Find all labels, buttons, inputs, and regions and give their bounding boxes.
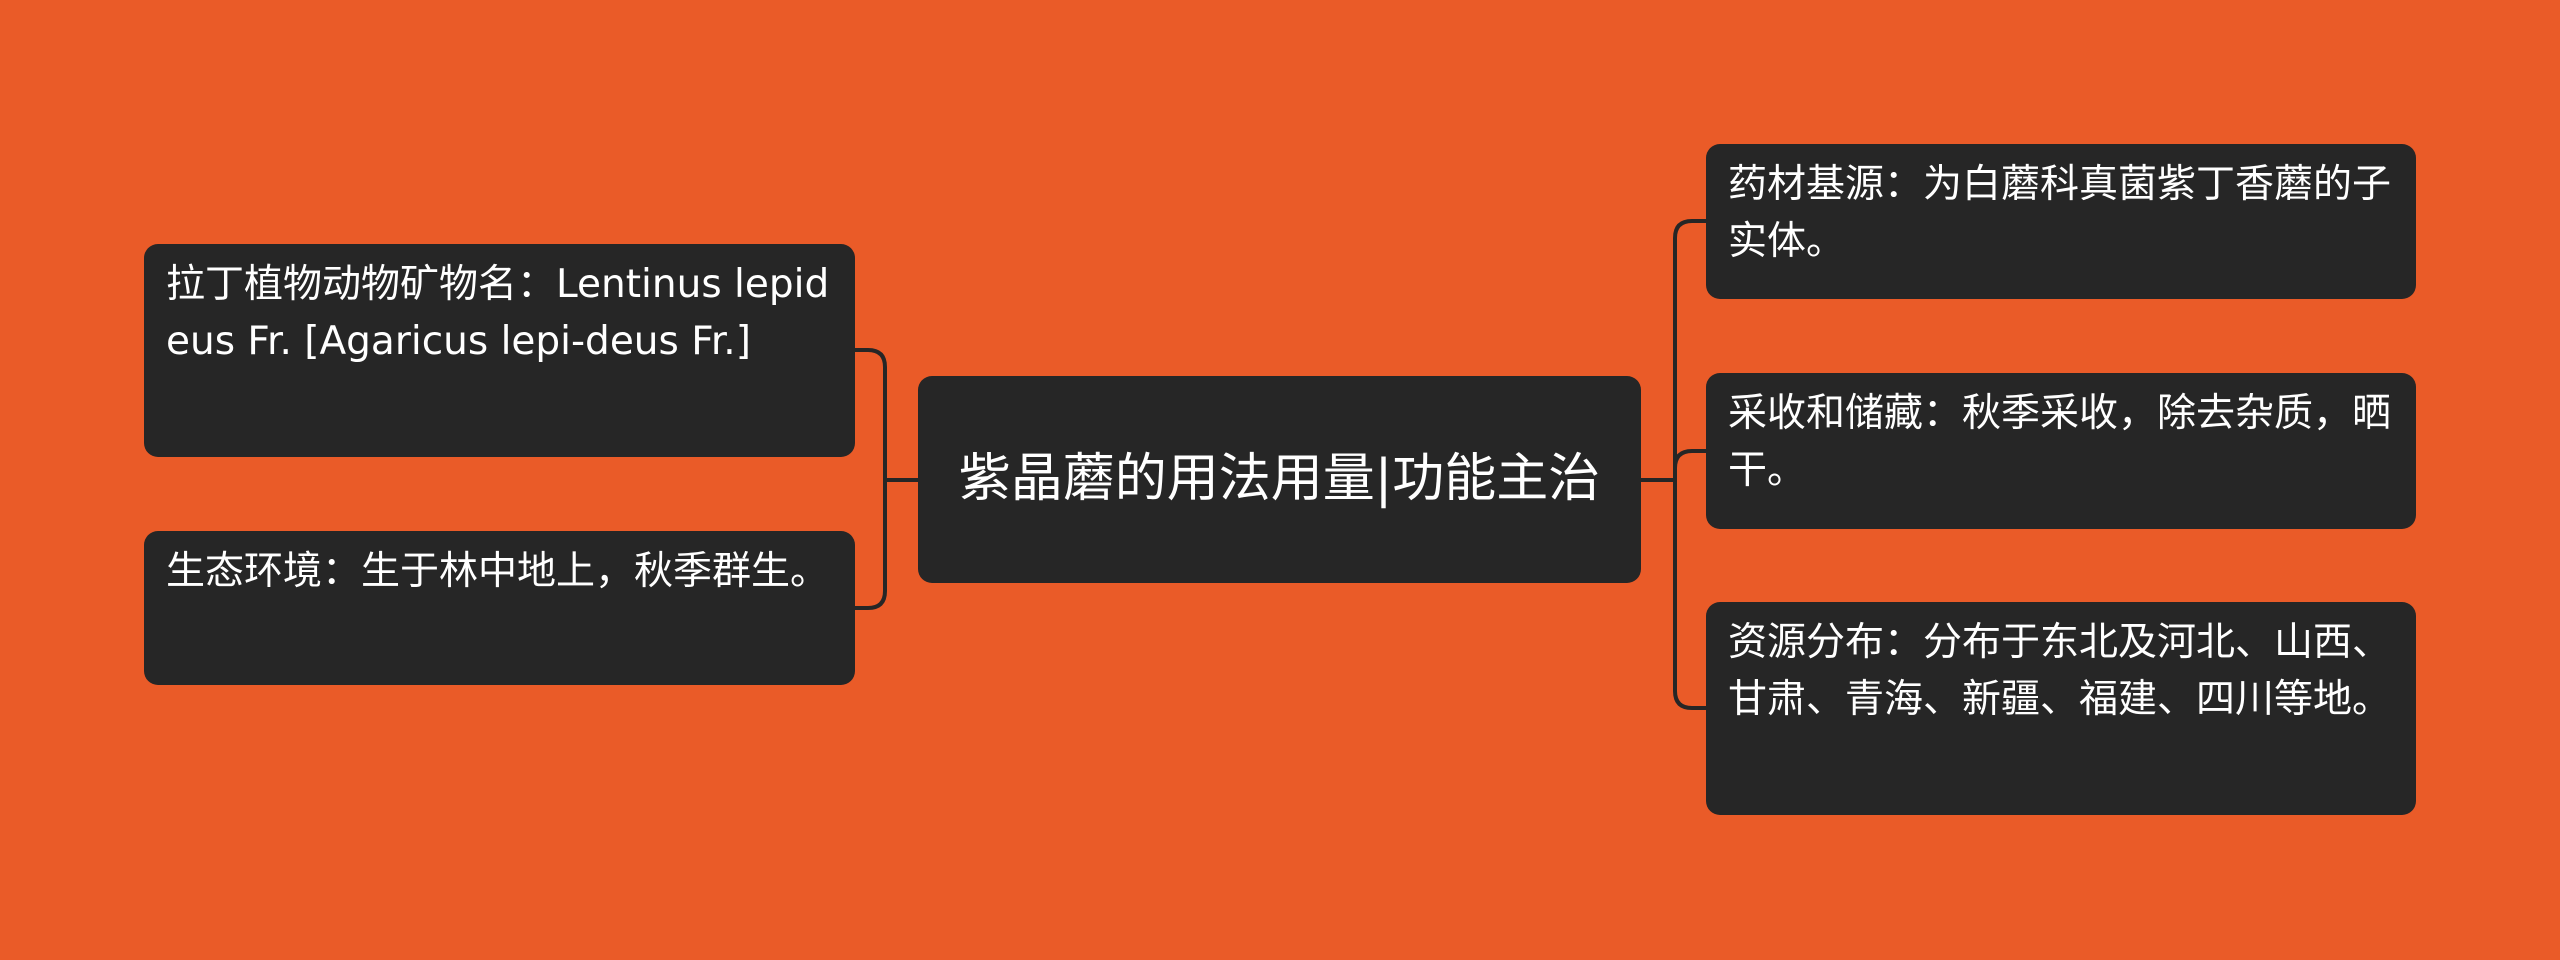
- root-topic-text: 紫晶蘑的用法用量|功能主治: [958, 449, 1601, 509]
- connector-to-right-3: [1673, 480, 1706, 710]
- right-topic-harvest-storage[interactable]: 采收和储藏：秋季采收，除去杂质，晒干。: [1706, 373, 2416, 529]
- right-topic-source-text: 药材基源：为白蘑科真菌紫丁香蘑的子实体。: [1728, 162, 2392, 264]
- left-topic-habitat-text: 生态环境：生于林中地上，秋季群生。: [166, 549, 830, 594]
- connector-to-left-2: [855, 480, 887, 610]
- right-topic-source[interactable]: 药材基源：为白蘑科真菌紫丁香蘑的子实体。: [1706, 144, 2416, 299]
- left-topic-latin-name-text: 拉丁植物动物矿物名：Lentinus lepideus Fr. [Agaricu…: [166, 262, 830, 364]
- left-topic-latin-name[interactable]: 拉丁植物动物矿物名：Lentinus lepideus Fr. [Agaricu…: [144, 244, 855, 457]
- right-topic-distribution-text: 资源分布：分布于东北及河北、山西、甘肃、青海、新疆、福建、四川等地。: [1728, 620, 2392, 722]
- connector-to-left-1: [855, 348, 887, 480]
- right-topic-distribution[interactable]: 资源分布：分布于东北及河北、山西、甘肃、青海、新疆、福建、四川等地。: [1706, 602, 2416, 815]
- connector-to-right-2: [1673, 449, 1706, 480]
- root-topic[interactable]: 紫晶蘑的用法用量|功能主治: [918, 376, 1641, 583]
- connector-to-right-1: [1673, 219, 1706, 480]
- left-topic-habitat[interactable]: 生态环境：生于林中地上，秋季群生。: [144, 531, 855, 685]
- right-topic-harvest-storage-text: 采收和储藏：秋季采收，除去杂质，晒干。: [1728, 391, 2392, 493]
